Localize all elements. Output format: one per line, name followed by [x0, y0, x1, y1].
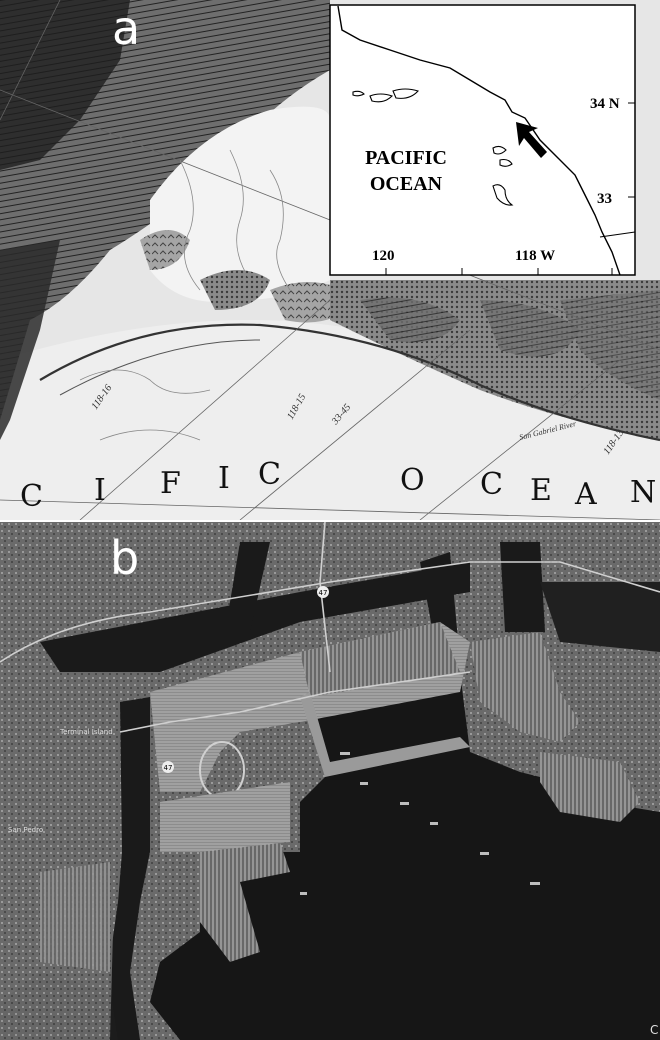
- marina-water: [540, 582, 660, 652]
- harbor-water: [150, 672, 660, 1040]
- marsh-patch: [140, 230, 190, 270]
- highways: [0, 522, 660, 733]
- lowland-basin: [150, 106, 330, 303]
- dark-hills: [0, 0, 130, 170]
- inset-frame: [329, 4, 636, 276]
- container-pier: [200, 842, 290, 962]
- ship: [340, 752, 350, 755]
- hatched-patch: [480, 300, 580, 357]
- panel-label-a: a: [112, 1, 140, 55]
- island: [352, 90, 365, 97]
- ocean-letter: A: [574, 477, 597, 512]
- sea-area: [0, 320, 660, 520]
- dark-slope: [0, 240, 60, 440]
- place-label: San Pedro: [8, 826, 43, 834]
- location-arrow-icon: [516, 122, 547, 158]
- ocean-letter: E: [530, 473, 552, 508]
- ocean-letter: F: [160, 466, 181, 501]
- panel-a-historic-map: 118-16 118-15 33-45 118-13 San Gabriel R…: [0, 0, 660, 520]
- breakwater-pier: [300, 692, 470, 777]
- long-beach-pier: [470, 632, 580, 742]
- ship: [430, 822, 438, 825]
- place-label: Terminal Island: [59, 728, 113, 736]
- hatched-patch: [360, 297, 460, 343]
- lon-label: 120: [372, 248, 395, 264]
- ship: [530, 882, 540, 885]
- ocean-letter: I: [218, 461, 230, 496]
- island: [392, 88, 419, 99]
- highway-shield-icon: [317, 586, 329, 598]
- inset-ocean-label: OCEAN: [370, 173, 443, 195]
- panel-label-b: b: [110, 531, 139, 585]
- highway-shield-icon: [162, 761, 174, 773]
- east-basin-channel: [40, 562, 470, 672]
- marsh-patch: [200, 270, 270, 310]
- ocean-letter: C: [20, 479, 43, 514]
- ocean-letter: C: [480, 467, 503, 502]
- sand-spit: [59, 339, 261, 396]
- ship: [360, 782, 368, 785]
- highway-number: 47: [164, 764, 173, 772]
- inset-coastline: [337, 5, 621, 276]
- corner-character: C: [650, 1023, 658, 1037]
- island: [492, 145, 507, 155]
- historic-map-svg: 118-16 118-15 33-45 118-13 San Gabriel R…: [0, 0, 660, 520]
- state-border: [599, 231, 636, 238]
- ship: [400, 802, 409, 805]
- inset-locator-map: PACIFIC OCEAN 34 N 33 120 118 W: [329, 4, 636, 276]
- river-channel: [500, 542, 545, 632]
- lat-label: 33: [597, 191, 612, 207]
- ocean-letter: I: [94, 473, 106, 508]
- terminal-yard: [160, 782, 290, 852]
- hatched-patch: [560, 290, 660, 400]
- long-beach-pier: [540, 752, 640, 822]
- lat-label: 34 N: [590, 96, 620, 112]
- island: [492, 184, 514, 206]
- slip-channel: [225, 542, 270, 632]
- island: [369, 93, 394, 103]
- ship: [300, 892, 307, 895]
- highway-number: 47: [319, 589, 328, 597]
- inset-ocean-label: PACIFIC: [365, 147, 447, 169]
- container-terminal: [300, 622, 460, 697]
- panel-b-satellite-image: 47 47 Terminal Island San Pedro C b: [0, 522, 660, 1040]
- satellite-svg: 47 47 Terminal Island San Pedro C b: [0, 522, 660, 1040]
- ocean-caption: C I F I C O C E A N: [20, 457, 656, 514]
- island: [499, 158, 513, 167]
- ship: [480, 852, 489, 855]
- west-terminal: [40, 862, 110, 972]
- coastline: [39, 323, 660, 442]
- ocean-letter: N: [630, 475, 656, 510]
- ships: [300, 752, 540, 895]
- streams: [79, 149, 291, 441]
- main-channel: [108, 697, 150, 1040]
- lon-label: 118 W: [515, 248, 555, 264]
- ocean-letter: O: [400, 463, 425, 498]
- ocean-letter: C: [258, 457, 281, 492]
